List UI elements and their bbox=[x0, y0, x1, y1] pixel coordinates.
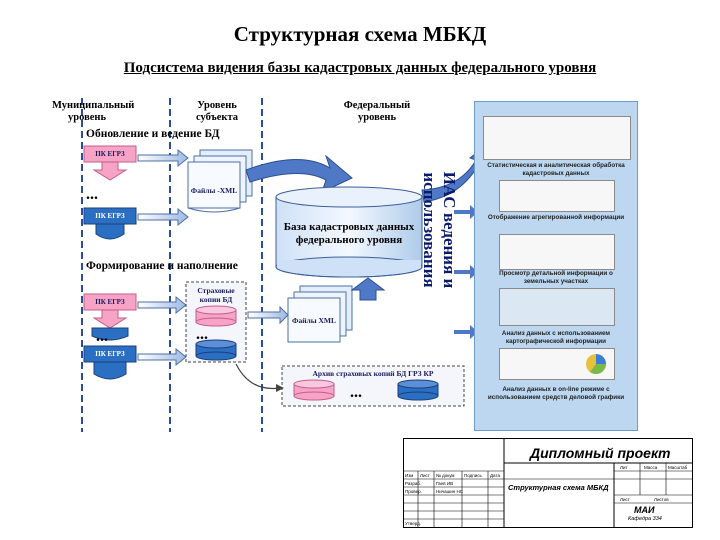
ellipsis-2: ... bbox=[96, 328, 108, 345]
stamp-scheme: Структурная схема МБКД bbox=[508, 483, 609, 492]
database-cylinder bbox=[275, 186, 423, 278]
insurance-blue-cyl bbox=[195, 339, 237, 361]
archive-label: Архив страховых копий БД ГРЗ КР bbox=[312, 369, 434, 378]
stamp-developer: Разраб. bbox=[405, 481, 422, 486]
files-xml-top-label: Файлы -XML bbox=[190, 186, 238, 195]
stamp-row-list: Лист bbox=[420, 473, 430, 478]
diagram-subtitle: Подсистема видения базы кадастровых данн… bbox=[123, 60, 597, 76]
title-block: Дипломный проект Структурная схема МБКД … bbox=[403, 438, 693, 528]
files-xml-bottom-stack bbox=[287, 285, 353, 343]
section-forming: Формирование и наполнение bbox=[86, 260, 238, 272]
pk-egrz-pink-bottom bbox=[83, 293, 137, 341]
stamp-row-izm: Изм bbox=[405, 473, 414, 478]
pk-egrz-label-4: ПК ЕГРЗ bbox=[95, 350, 125, 358]
pie-icon bbox=[586, 354, 606, 374]
screenshot-thumb-2 bbox=[499, 180, 615, 212]
stamp-dept: Кафедра 334 bbox=[628, 516, 662, 522]
chart-thumb bbox=[499, 348, 615, 380]
stamp-col-mass: Масса bbox=[644, 465, 658, 470]
stamp-name-1: Гаев ИВ bbox=[436, 481, 454, 486]
features-panel: Статистическая и аналитическая обработка… bbox=[474, 101, 638, 431]
stamp-checker: Провер. bbox=[405, 489, 422, 494]
panel-item-3: Просмотр детальной информации о земельны… bbox=[499, 270, 613, 285]
level-federal: Федеральный уровень bbox=[343, 100, 411, 123]
pk-egrz-label-2: ПК ЕГРЗ bbox=[95, 212, 125, 220]
ellipsis-1: ... bbox=[86, 186, 98, 203]
stamp-row-date: Дата bbox=[490, 473, 500, 478]
stamp-row-doc: № докум bbox=[436, 473, 455, 478]
pk-egrz-pink-top bbox=[83, 145, 137, 181]
stamp-approved: Утверд. bbox=[405, 521, 422, 526]
stamp-sheets: Листов bbox=[654, 497, 669, 502]
pk-egrz-label-1: ПК ЕГРЗ bbox=[95, 150, 125, 158]
files-xml-top-stack bbox=[187, 149, 253, 213]
title-block-grid bbox=[404, 439, 692, 527]
stamp-col-lit: Лит bbox=[620, 465, 628, 470]
archive-blue-cyl bbox=[397, 379, 439, 401]
map-thumb bbox=[499, 288, 615, 326]
panel-item-1: Статистическая и аналитическая обработка… bbox=[487, 162, 625, 177]
stamp-name-2: Ничашин НС bbox=[436, 489, 463, 494]
stamp-project: Дипломный проект bbox=[530, 445, 671, 461]
stamp-sheet: Лист bbox=[620, 497, 630, 502]
stamp-row-sign: Подпись bbox=[464, 473, 482, 478]
stamp-col-scale: Масштаб bbox=[668, 465, 688, 470]
section-update: Обновление и ведение БД bbox=[86, 128, 220, 140]
panel-item-5: Анализ данных в on-line режиме с использ… bbox=[487, 386, 625, 401]
level-subject: Уровень субъекта bbox=[196, 100, 238, 123]
pk-egrz-blue-top bbox=[83, 207, 137, 240]
archive-pink-cyl bbox=[293, 379, 335, 401]
panel-item-2: Отображение агрегированной информации bbox=[487, 214, 625, 221]
screenshot-thumb-1 bbox=[483, 116, 631, 160]
pk-egrz-blue-bottom bbox=[83, 345, 137, 380]
panel-item-4: Анализ данных с использованием картограф… bbox=[501, 330, 611, 345]
ias-vertical-label: ИАС ведения и использования bbox=[420, 171, 459, 289]
diagram-title: Структурная схема МБКД bbox=[233, 22, 487, 46]
stamp-org: МАИ bbox=[634, 505, 655, 515]
insurance-pink-cyl bbox=[195, 305, 237, 327]
screenshot-thumb-3 bbox=[499, 234, 615, 270]
pk-egrz-label-3: ПК ЕГРЗ bbox=[95, 298, 125, 306]
ellipsis-3: ... bbox=[196, 326, 208, 343]
files-xml-bottom-label: Файлы XML bbox=[292, 316, 336, 325]
ellipsis-4: ... bbox=[350, 384, 362, 401]
database-label: База кадастровых данных федерального уро… bbox=[283, 221, 415, 246]
insurance-copies-label: Страховые копии БД bbox=[197, 286, 235, 304]
level-municipal: Муниципальный уровень bbox=[52, 100, 135, 123]
